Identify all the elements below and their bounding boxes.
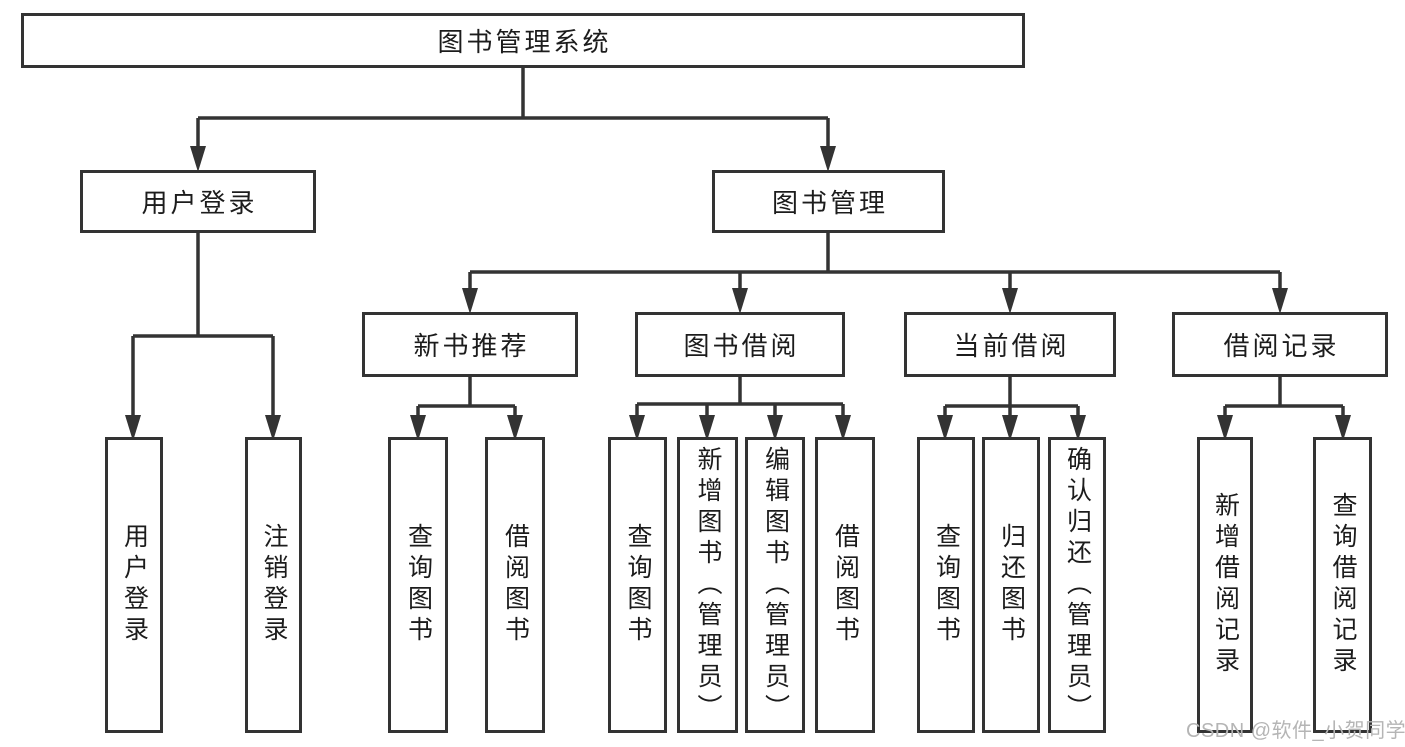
leaf-confirm-return-admin-label: 确认归还（管理员） xyxy=(1063,445,1092,725)
leaf-return-book-label: 归还图书 xyxy=(997,523,1026,647)
node-current-borrow-label: 当前借阅 xyxy=(953,331,1070,361)
node-user-login-label: 用户登录 xyxy=(141,188,258,218)
connector-root-to-level2 xyxy=(196,68,830,152)
node-new-book-recommend: 新书推荐 xyxy=(362,312,578,377)
node-current-borrow: 当前借阅 xyxy=(904,312,1116,377)
arrowheads xyxy=(125,146,1351,441)
leaf-add-borrow-record: 新增借阅记录 xyxy=(1197,437,1253,733)
leaf-query-books-borrow: 查询图书 xyxy=(608,437,667,733)
leaf-borrow-books-recommend: 借阅图书 xyxy=(485,437,545,733)
node-root-label: 图书管理系统 xyxy=(437,27,612,57)
leaf-logout-label: 注销登录 xyxy=(260,523,288,647)
leaf-logout: 注销登录 xyxy=(245,437,302,733)
leaf-borrow-books-borrow-label: 借阅图书 xyxy=(831,523,860,647)
leaf-edit-book-admin: 编辑图书（管理员） xyxy=(745,437,805,733)
node-book-borrow-label: 图书借阅 xyxy=(683,331,800,361)
leaf-borrow-books-recommend-label: 借阅图书 xyxy=(501,523,530,647)
leaf-add-book-admin-label: 新增图书（管理员） xyxy=(694,445,722,725)
node-new-book-recommend-label: 新书推荐 xyxy=(413,331,530,361)
node-book-management-label: 图书管理 xyxy=(771,188,888,218)
leaf-borrow-books-borrow: 借阅图书 xyxy=(815,437,875,733)
node-book-management: 图书管理 xyxy=(712,170,945,233)
leaf-add-book-admin: 新增图书（管理员） xyxy=(677,437,738,733)
connector-userlogin-to-leaves xyxy=(131,233,275,421)
node-user-login: 用户登录 xyxy=(80,170,316,233)
node-book-borrow: 图书借阅 xyxy=(635,312,845,377)
connector-newbook-to-leaves xyxy=(416,377,517,421)
leaf-user-login-label: 用户登录 xyxy=(120,523,149,647)
leaf-query-books-current-label: 查询图书 xyxy=(932,523,961,647)
leaf-query-books-recommend-label: 查询图书 xyxy=(404,523,433,647)
leaf-confirm-return-admin: 确认归还（管理员） xyxy=(1048,437,1106,733)
leaf-return-book: 归还图书 xyxy=(982,437,1040,733)
leaf-add-borrow-record-label: 新增借阅记录 xyxy=(1211,492,1240,678)
node-root: 图书管理系统 xyxy=(21,13,1025,68)
connector-bookborrow-to-leaves xyxy=(635,377,845,421)
leaf-edit-book-admin-label: 编辑图书（管理员） xyxy=(761,445,790,725)
node-borrow-records-label: 借阅记录 xyxy=(1223,331,1340,361)
leaf-query-books-recommend: 查询图书 xyxy=(388,437,448,733)
leaf-query-books-current: 查询图书 xyxy=(917,437,975,733)
leaf-query-books-borrow-label: 查询图书 xyxy=(624,523,652,647)
leaf-query-borrow-record: 查询借阅记录 xyxy=(1313,437,1372,733)
node-borrow-records: 借阅记录 xyxy=(1172,312,1388,377)
leaf-user-login: 用户登录 xyxy=(105,437,163,733)
connector-bookmgmt-to-level3 xyxy=(468,233,1282,294)
connector-borrowrecords-to-leaves xyxy=(1223,377,1345,421)
connector-currentborrow-to-leaves xyxy=(943,377,1080,421)
leaf-query-borrow-record-label: 查询借阅记录 xyxy=(1329,492,1357,678)
csdn-watermark: CSDN @软件_小贺同学 xyxy=(1186,720,1405,742)
